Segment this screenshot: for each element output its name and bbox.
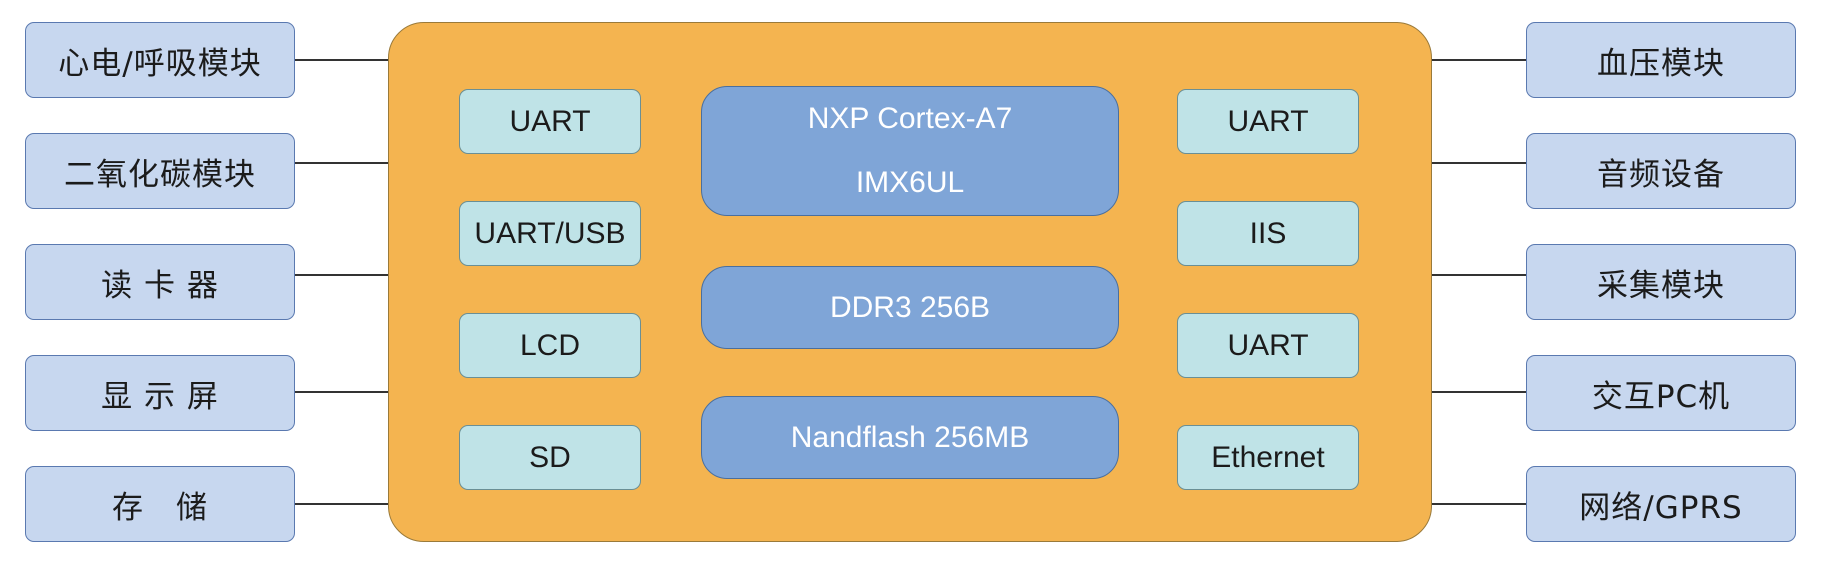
connector-right-4 (1432, 391, 1526, 393)
main-board: UART UART/USB LCD SD UART IIS UART Ether… (388, 22, 1432, 542)
port-left-sd: SD (459, 425, 641, 490)
connector-right-5 (1432, 503, 1526, 505)
connector-left-4 (295, 391, 388, 393)
connector-right-1 (1432, 59, 1526, 61)
connector-right-2 (1432, 162, 1526, 164)
module-blood-pressure: 血压模块 (1526, 22, 1796, 98)
module-co2: 二氧化碳模块 (25, 133, 295, 209)
chip-cpu-line2: IMX6UL (855, 166, 965, 199)
connector-left-5 (295, 503, 388, 505)
module-acquisition: 采集模块 (1526, 244, 1796, 320)
chip-ram-label: DDR3 256B (829, 290, 991, 324)
module-network-gprs: 网络/GPRS (1526, 466, 1796, 542)
module-interactive-pc: 交互PC机 (1526, 355, 1796, 431)
chip-ram: DDR3 256B (701, 266, 1119, 349)
port-right-uart: UART (1177, 89, 1359, 154)
port-left-uart: UART (459, 89, 641, 154)
port-left-uart-usb: UART/USB (459, 201, 641, 266)
module-card-reader: 读 卡 器 (25, 244, 295, 320)
module-display: 显 示 屏 (25, 355, 295, 431)
connector-left-1 (295, 59, 388, 61)
connector-right-3 (1432, 274, 1526, 276)
chip-nand-label: Nandflash 256MB (790, 420, 1030, 454)
module-ecg-respiration: 心电/呼吸模块 (25, 22, 295, 98)
module-audio-device: 音频设备 (1526, 133, 1796, 209)
connector-left-3 (295, 274, 388, 276)
port-right-ethernet: Ethernet (1177, 425, 1359, 490)
port-left-lcd: LCD (459, 313, 641, 378)
port-right-uart-2: UART (1177, 313, 1359, 378)
chip-cpu-line1: NXP Cortex-A7 (807, 102, 1013, 135)
connector-left-2 (295, 162, 388, 164)
module-storage: 存 储 (25, 466, 295, 542)
port-right-iis: IIS (1177, 201, 1359, 266)
chip-cpu: NXP Cortex-A7 IMX6UL (701, 86, 1119, 216)
chip-nand: Nandflash 256MB (701, 396, 1119, 479)
